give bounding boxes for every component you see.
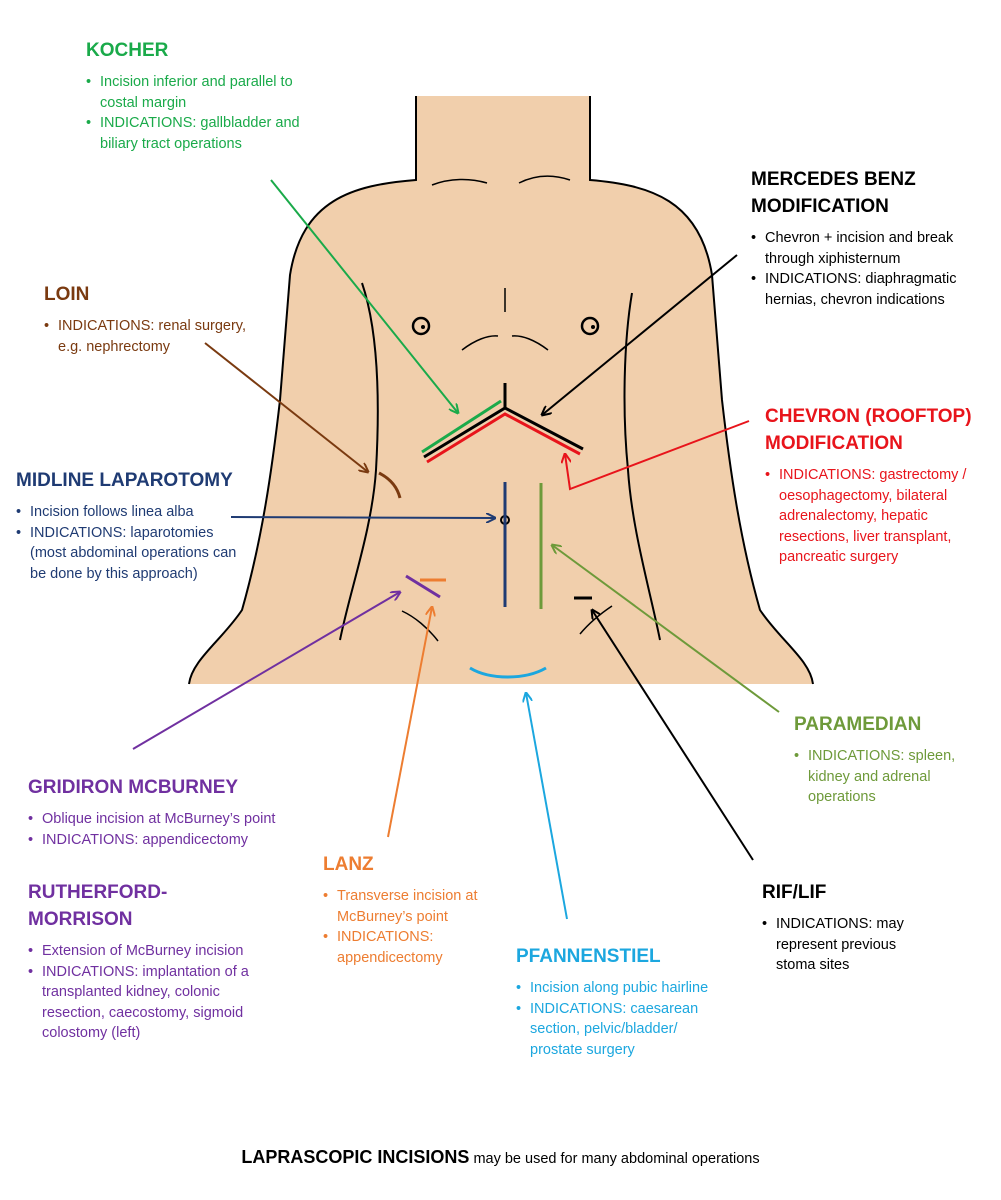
left-pectoral xyxy=(461,335,499,351)
mercedes-block: MERCEDES BENZ MODIFICATION Chevron + inc… xyxy=(751,166,966,310)
rutherford-item: INDICATIONS: implantation of a transplan… xyxy=(28,962,268,1044)
lanz-item: Transverse incision at McBurney’s point xyxy=(323,886,493,927)
pfannenstiel-item: Incision along pubic hairline xyxy=(516,978,726,999)
midline-block: MIDLINE LAPAROTOMY Incision follows line… xyxy=(16,467,248,584)
arrow-riflif xyxy=(592,610,754,861)
rutherford-block: RUTHERFORD-MORRISON Extension of McBurne… xyxy=(28,879,268,1044)
chevron-block: CHEVRON (ROOFTOP) MODIFICATION INDICATIO… xyxy=(765,403,985,568)
mercedes-title: MERCEDES BENZ MODIFICATION xyxy=(751,169,916,217)
loin-title: LOIN xyxy=(44,284,90,305)
kocher-item: Incision inferior and parallel to costal… xyxy=(86,72,326,113)
right-clavicle xyxy=(518,175,571,184)
right-pectoral xyxy=(511,335,549,351)
incision-pfannenstiel xyxy=(469,666,547,679)
lanz-item: INDICATIONS: appendicectomy xyxy=(323,927,493,968)
left-nipple-center xyxy=(421,325,425,329)
kocher-item: INDICATIONS: gallbladder and biliary tra… xyxy=(86,113,326,154)
riflif-block: RIF/LIF INDICATIONS: may represent previ… xyxy=(762,879,922,976)
left-inguinal-line xyxy=(401,610,439,642)
arrow-gridiron xyxy=(132,592,400,750)
pfannenstiel-title: PFANNENSTIEL xyxy=(516,946,661,967)
right-nipple xyxy=(580,316,600,336)
rutherford-title: RUTHERFORD-MORRISON xyxy=(28,882,168,930)
paramedian-item: INDICATIONS: spleen, kidney and adrenal … xyxy=(794,746,959,808)
kocher-title: KOCHER xyxy=(86,40,169,61)
rutherford-item: Extension of McBurney incision xyxy=(28,941,268,962)
lanz-title: LANZ xyxy=(323,854,374,875)
mercedes-item: Chevron + incision and break through xip… xyxy=(751,228,966,269)
arrow-chevron xyxy=(565,420,750,491)
right-arm-line xyxy=(623,292,661,641)
chevron-item: INDICATIONS: gastrectomy / oesophagectom… xyxy=(765,465,985,568)
arrow-kocher xyxy=(270,179,458,413)
loin-block: LOIN INDICATIONS: renal surgery, e.g. ne… xyxy=(44,281,269,357)
pfannenstiel-item: INDICATIONS: caesarean section, pelvic/b… xyxy=(516,999,726,1061)
torso-skin xyxy=(189,96,813,684)
right-nipple-center xyxy=(591,325,595,329)
chevron-title: CHEVRON (ROOFTOP) MODIFICATION xyxy=(765,406,972,454)
gridiron-title: GRIDIRON MCBURNEY xyxy=(28,777,239,798)
loin-item: INDICATIONS: renal surgery, e.g. nephrec… xyxy=(44,316,269,357)
incision-loin xyxy=(378,471,402,499)
arrow-pfannenstiel xyxy=(526,693,568,920)
arrow-paramedian xyxy=(552,545,780,713)
gridiron-item: Oblique incision at McBurney’s point xyxy=(28,809,308,830)
midline-item: INDICATIONS: laparotomies (most abdomina… xyxy=(16,523,248,585)
gridiron-block: GRIDIRON MCBURNEY Oblique incision at Mc… xyxy=(28,774,308,850)
left-nipple xyxy=(411,316,431,336)
riflif-title: RIF/LIF xyxy=(762,882,827,903)
kocher-block: KOCHER Incision inferior and parallel to… xyxy=(86,37,326,154)
incision-mercedes-black xyxy=(423,406,584,459)
left-clavicle xyxy=(431,178,488,186)
riflif-item: INDICATIONS: may represent previous stom… xyxy=(762,914,922,976)
arrow-midline xyxy=(230,517,495,518)
mercedes-item: INDICATIONS: diaphragmatic hernias, chev… xyxy=(751,269,966,310)
paramedian-title: PARAMEDIAN xyxy=(794,714,922,735)
midline-title: MIDLINE LAPAROTOMY xyxy=(16,470,233,491)
footer-rest: may be used for many abdominal operation… xyxy=(469,1151,760,1167)
torso-outline-right xyxy=(589,96,814,685)
midline-item: Incision follows linea alba xyxy=(16,502,248,523)
torso-outline-left xyxy=(188,96,417,685)
arrow-lanz xyxy=(387,607,432,838)
incision-kocher xyxy=(421,399,502,454)
pfannenstiel-block: PFANNENSTIEL Incision along pubic hairli… xyxy=(516,943,726,1060)
left-arm-line xyxy=(339,282,379,641)
arrow-mercedes xyxy=(542,254,738,415)
gridiron-item: INDICATIONS: appendicectomy xyxy=(28,830,308,851)
footer-bold: LAPRASCOPIC INCISIONS xyxy=(241,1147,470,1167)
arrow-loin xyxy=(204,342,368,472)
paramedian-block: PARAMEDIAN INDICATIONS: spleen, kidney a… xyxy=(794,711,959,808)
lanz-block: LANZ Transverse incision at McBurney’s p… xyxy=(323,851,493,968)
footer-note: LAPRASCOPIC INCISIONS may be used for ma… xyxy=(0,1147,1001,1168)
incision-chevron-red xyxy=(426,412,581,464)
incision-gridiron xyxy=(405,574,441,599)
